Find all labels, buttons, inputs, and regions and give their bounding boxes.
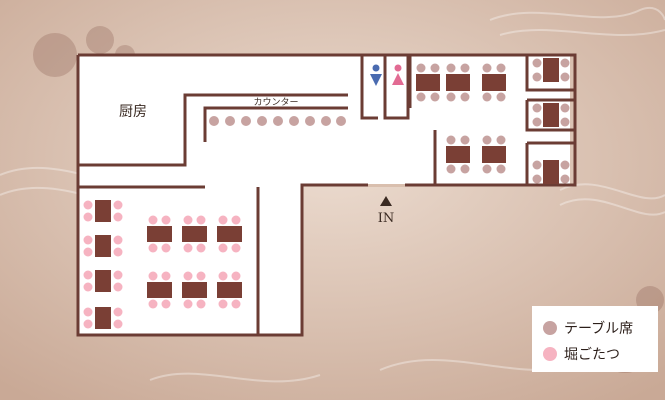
table bbox=[95, 270, 111, 292]
wall-counter bbox=[203, 106, 348, 142]
table bbox=[543, 103, 559, 127]
table-group-middle bbox=[446, 135, 506, 174]
wall-kitchen bbox=[78, 93, 348, 167]
table bbox=[543, 58, 559, 82]
legend-table-seat-swatch bbox=[543, 321, 557, 335]
legend-horigotatsu-label: 堀ごたつ bbox=[564, 347, 620, 363]
booth-tables bbox=[532, 58, 570, 184]
table bbox=[543, 160, 559, 184]
table bbox=[147, 226, 172, 242]
counter-seat bbox=[289, 116, 299, 126]
table bbox=[182, 282, 207, 298]
table bbox=[446, 74, 470, 91]
table-group-top bbox=[416, 63, 506, 102]
legend-box bbox=[532, 306, 658, 372]
table bbox=[217, 226, 242, 242]
counter-seats bbox=[209, 116, 346, 126]
horigotatsu-grid bbox=[147, 215, 242, 309]
table bbox=[95, 235, 111, 257]
table bbox=[482, 74, 506, 91]
female-restroom-icon bbox=[392, 64, 404, 85]
entrance-gap bbox=[368, 184, 405, 187]
counter-seat bbox=[209, 116, 219, 126]
male-restroom-icon bbox=[370, 64, 382, 86]
kitchen-label: 厨房 bbox=[119, 104, 147, 120]
counter-seat bbox=[321, 116, 331, 126]
table bbox=[182, 226, 207, 242]
entrance-arrow-icon bbox=[380, 196, 392, 206]
wall-outer-left-bottom bbox=[76, 55, 368, 337]
counter-seat bbox=[273, 116, 283, 126]
table bbox=[446, 146, 470, 163]
legend: テーブル席 堀ごたつ bbox=[532, 306, 658, 372]
legend-horigotatsu-swatch bbox=[543, 347, 557, 361]
counter-seat bbox=[241, 116, 251, 126]
table bbox=[95, 200, 111, 222]
legend-table-seat-label: テーブル席 bbox=[564, 320, 633, 337]
counter-seat bbox=[225, 116, 235, 126]
table bbox=[147, 282, 172, 298]
table bbox=[95, 307, 111, 329]
walls bbox=[76, 53, 577, 337]
counter-seat bbox=[257, 116, 267, 126]
counter-seat bbox=[305, 116, 315, 126]
counter-label: カウンター bbox=[253, 97, 298, 108]
entrance-label: IN bbox=[378, 211, 395, 226]
table bbox=[217, 282, 242, 298]
counter-seat bbox=[336, 116, 346, 126]
horigotatsu-column bbox=[83, 200, 123, 329]
table bbox=[482, 146, 506, 163]
table bbox=[416, 74, 440, 91]
